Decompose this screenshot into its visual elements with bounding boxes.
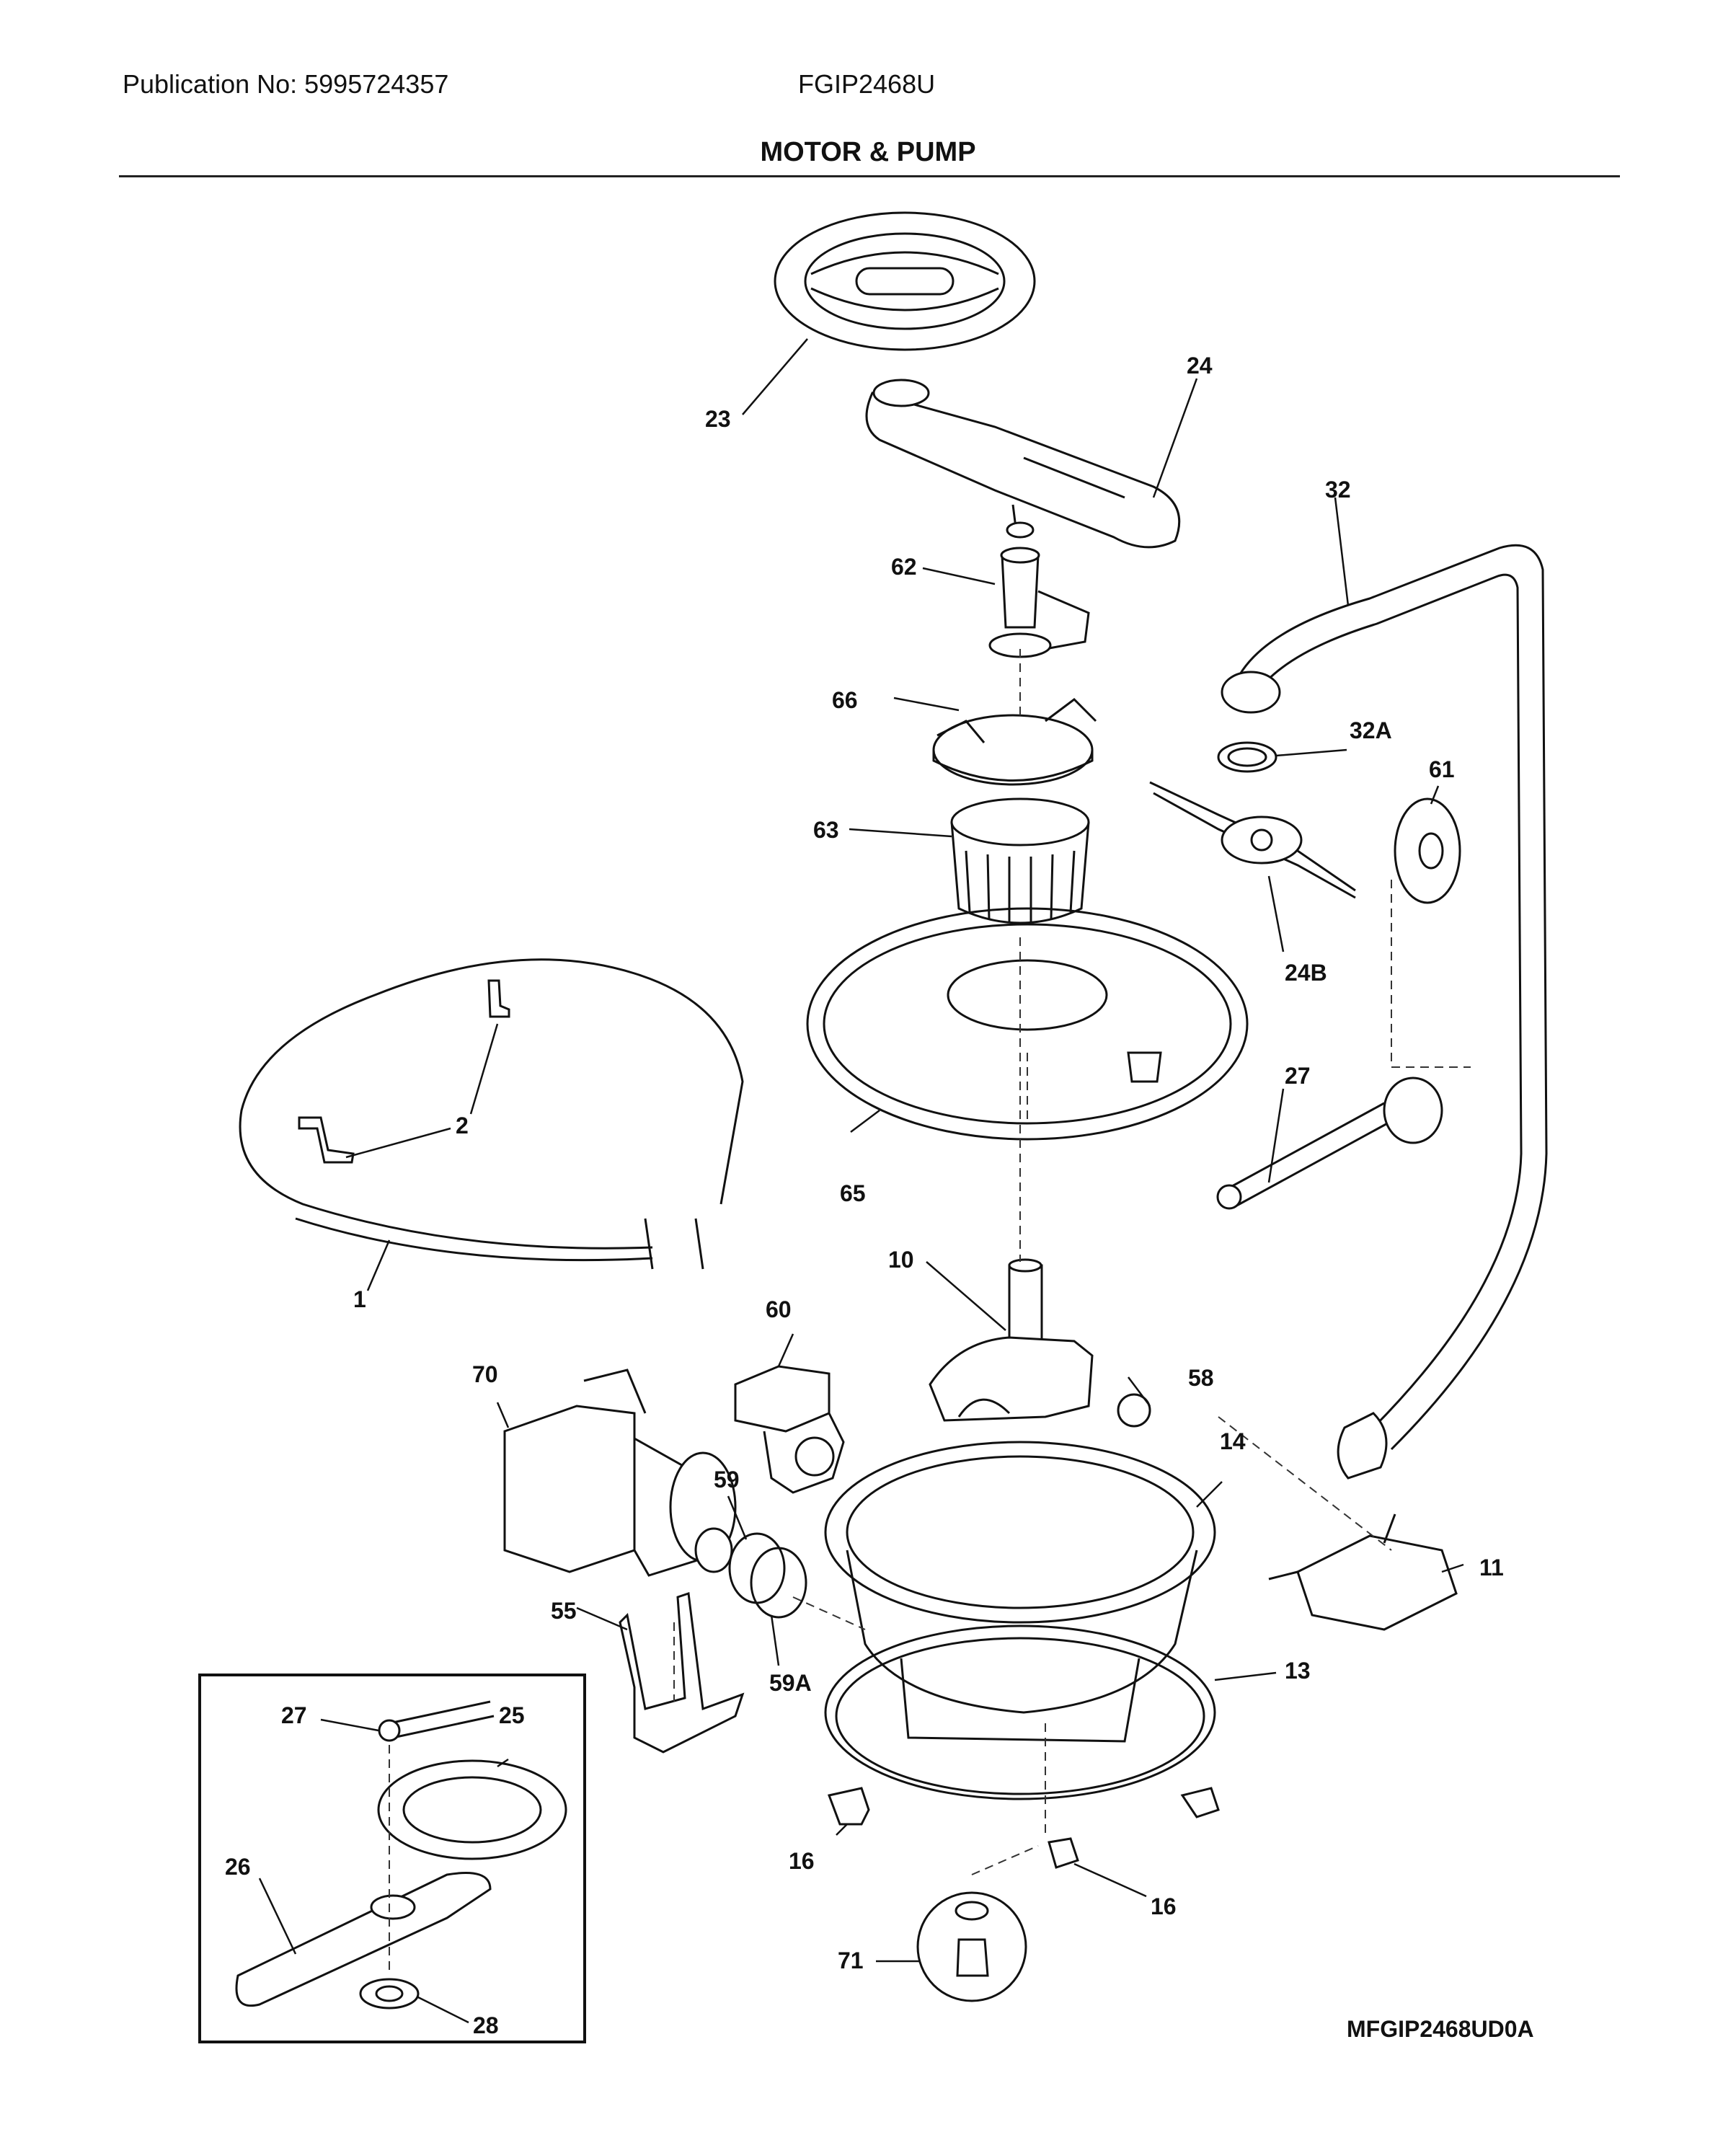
callout-24b: 24B — [1285, 960, 1327, 986]
section-title: MOTOR & PUMP — [760, 137, 976, 167]
callout-59a: 59A — [769, 1670, 812, 1696]
publication-number: Publication No: 5995724357 — [123, 69, 449, 99]
callout-71: 71 — [838, 1948, 864, 1973]
callout-32: 32 — [1325, 477, 1351, 503]
part-62-spray-arm-support — [988, 547, 1090, 658]
callout-24: 24 — [1187, 353, 1213, 379]
callout-16-left: 16 — [789, 1848, 815, 1874]
part-63-filter — [950, 797, 1090, 924]
callout-61: 61 — [1429, 756, 1455, 782]
callout-66: 66 — [832, 687, 858, 713]
leader-lines — [258, 338, 1464, 2024]
part-66-filter-bracket — [932, 698, 1097, 786]
part-59-seal — [728, 1532, 786, 1604]
part-58-ball — [1117, 1393, 1151, 1428]
part-23-spray-arm-cover — [774, 211, 1036, 351]
part-24b-lower-spray-arm — [1149, 781, 1356, 899]
inset-part-25-cover — [377, 1759, 567, 1860]
part-71-valve — [916, 1891, 1027, 2002]
callout-16-right: 16 — [1151, 1893, 1177, 1919]
part-70-motor — [503, 1369, 737, 1577]
callout-26: 26 — [225, 1854, 251, 1880]
callout-13: 13 — [1285, 1658, 1311, 1684]
part-32a-gasket-inner — [1227, 747, 1267, 767]
header-rule — [119, 175, 1620, 177]
callout-70: 70 — [472, 1361, 498, 1387]
part-13-gasket — [824, 1624, 1216, 1800]
part-14-sump — [824, 1441, 1216, 1743]
diagram-code: MFGIP2468UD0A — [1347, 2016, 1534, 2042]
callout-2: 2 — [456, 1113, 469, 1139]
part-32a-gasket — [1217, 741, 1277, 773]
callout-23: 23 — [705, 406, 731, 432]
callout-27-main: 27 — [1285, 1063, 1311, 1089]
part-10-housing — [929, 1258, 1094, 1422]
part-16-foot-center — [1048, 1837, 1079, 1869]
part-61-bearing — [1394, 797, 1461, 904]
part-27-tube — [1216, 1076, 1443, 1210]
alignment-lines — [389, 649, 1471, 1976]
callout-65: 65 — [840, 1180, 866, 1206]
part-65-filter-disk — [806, 907, 1249, 1141]
part-2-clip-lower — [298, 1116, 355, 1164]
callout-28: 28 — [473, 2012, 499, 2038]
callouts: 23 24 62 66 63 65 32 32A 61 24B 27 2 1 1… — [225, 353, 1504, 2038]
callout-58: 58 — [1188, 1365, 1214, 1391]
callout-59: 59 — [714, 1467, 740, 1493]
callout-62: 62 — [891, 554, 917, 580]
part-55-bracket — [619, 1591, 745, 1754]
callout-14: 14 — [1220, 1428, 1246, 1454]
callout-25: 25 — [499, 1702, 525, 1728]
callout-32a: 32A — [1350, 717, 1392, 743]
inset-part-27-tube — [378, 1700, 495, 1742]
callout-1: 1 — [353, 1286, 366, 1312]
part-32-supply-tube — [1221, 544, 1548, 1480]
inset-part-26-spray-arm — [235, 1872, 492, 2007]
part-24-upper-spray-arm — [865, 379, 1181, 549]
callout-55: 55 — [551, 1598, 577, 1624]
callout-63: 63 — [813, 817, 839, 843]
model-number: FGIP2468U — [798, 69, 936, 99]
part-16-foot-right — [1180, 1787, 1220, 1818]
part-1-heating-element — [239, 958, 744, 1270]
part-2-clip-upper — [487, 979, 510, 1018]
inset-frame — [198, 1674, 586, 2043]
callout-60: 60 — [766, 1296, 792, 1322]
part-16-foot-left — [827, 1787, 870, 1826]
part-60-drain-pump — [734, 1365, 845, 1494]
inset-part-28-bearing — [359, 1978, 420, 2010]
callout-27-inset: 27 — [281, 1702, 307, 1728]
callout-10: 10 — [888, 1247, 914, 1273]
part-11-sensor — [1268, 1513, 1458, 1631]
callout-11: 11 — [1479, 1555, 1504, 1581]
part-59a-seal — [750, 1547, 807, 1619]
